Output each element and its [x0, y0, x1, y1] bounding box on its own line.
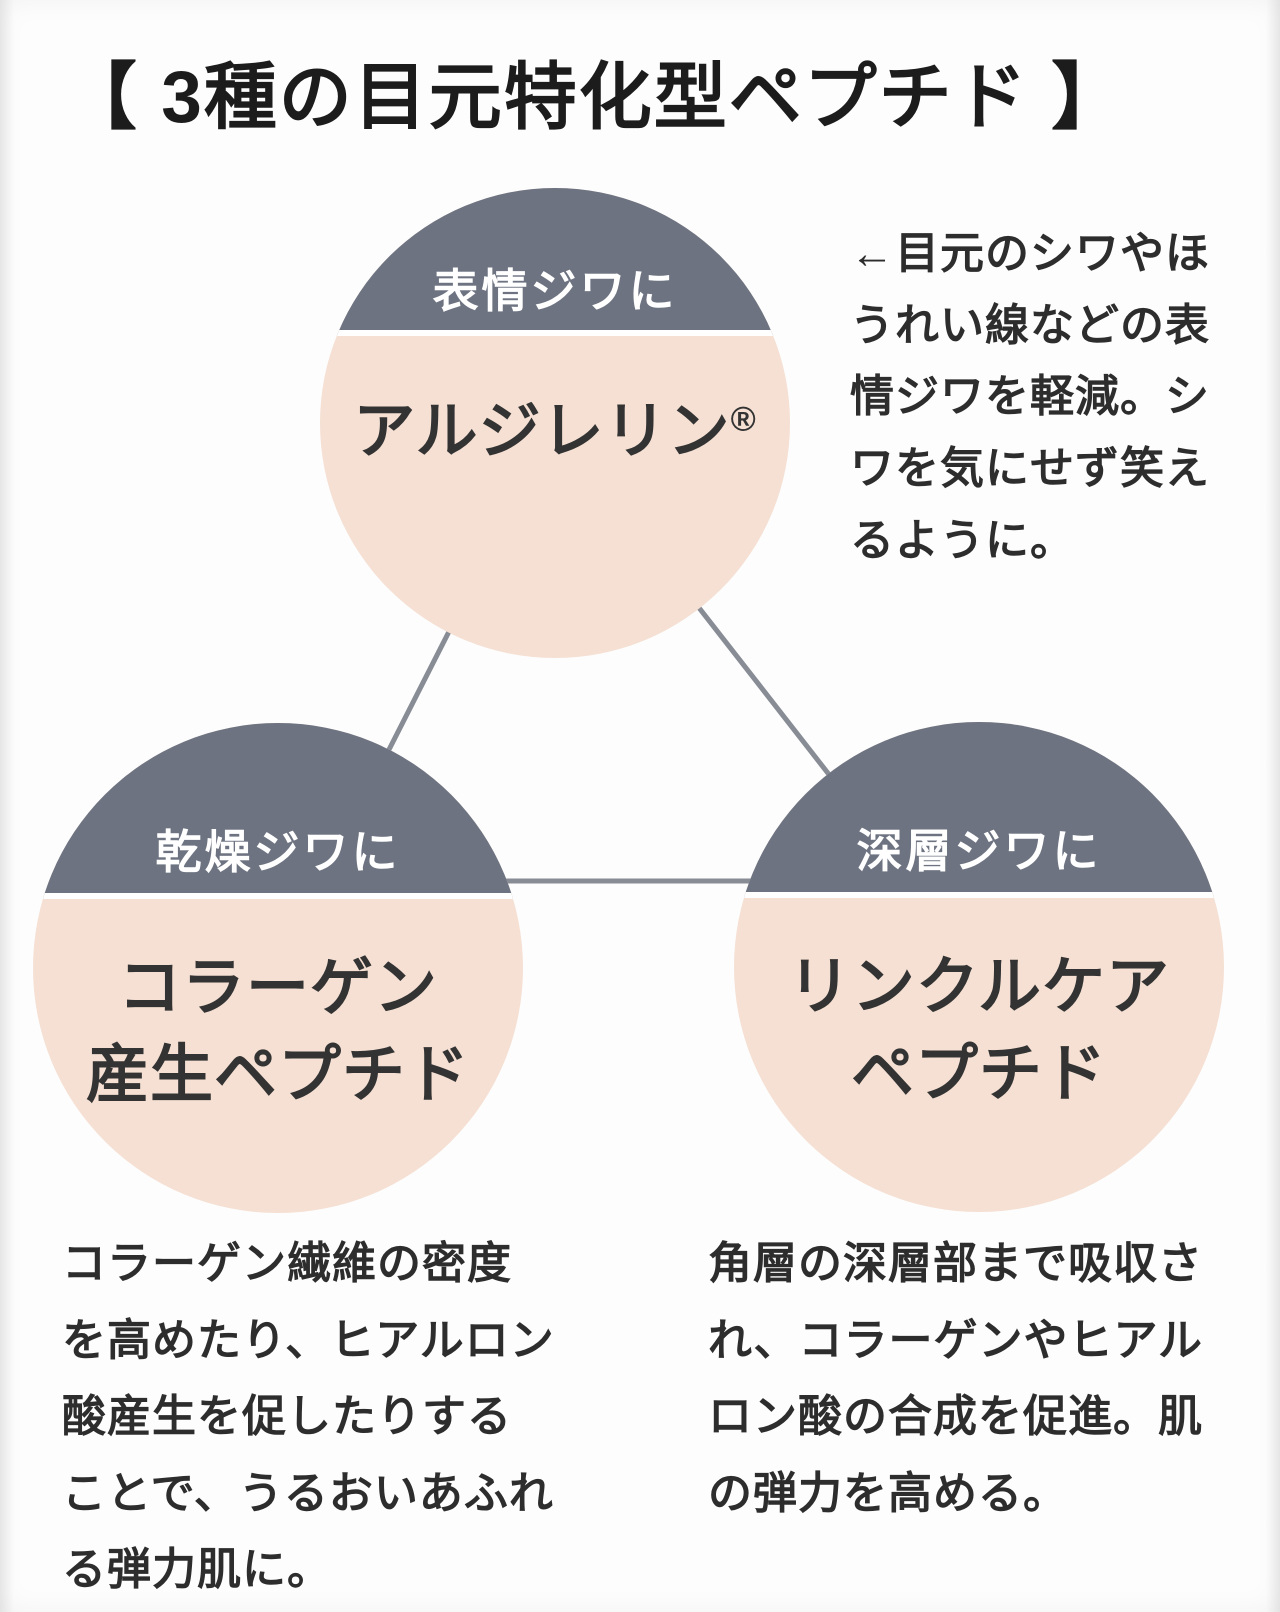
circle-cap-dryness: 乾燥ジワに: [33, 723, 523, 899]
circle-cap-deep: 深層ジワに: [734, 722, 1224, 898]
registered-trademark-mark: ®: [730, 400, 757, 439]
circle-dryness-wrinkles: 乾燥ジワに コラーゲン 産生ペプチド: [33, 723, 523, 1213]
peptide-name-line2: 産生ペプチド: [86, 1039, 470, 1110]
diagram-title: 【 3種の目元特化型ペプチド 】: [63, 57, 1127, 138]
peptide-name-text: アルジレリン: [353, 397, 731, 467]
cap-label-dryness: 乾燥ジワに: [155, 826, 401, 878]
circle-expression-wrinkles: 表情ジワに アルジレリン®: [320, 188, 790, 658]
cap-label-deep: 深層ジワに: [856, 825, 1102, 877]
peptide-name-line1: コラーゲン: [118, 952, 438, 1023]
peptide-name-wrinklecare: リンクルケア ペプチド: [734, 944, 1224, 1118]
note-expression-wrinkles: ←目元のシワやほうれい線などの表情ジワを軽減。シワを気にせず笑えるように。: [850, 229, 1210, 565]
peptide-name-line2: ペプチド: [851, 1038, 1107, 1109]
peptide-name-line1: リンクルケア: [787, 951, 1171, 1022]
circle-cap-expression: 表情ジワに: [320, 188, 790, 336]
note-wrinklecare-peptide: 角層の深層部まで吸収され、コラーゲンやヒアルロン酸の合成を促進。肌の弾力を高める…: [708, 1239, 1203, 1518]
cap-label-expression: 表情ジワに: [432, 265, 678, 317]
peptide-name-collagen: コラーゲン 産生ペプチド: [33, 945, 523, 1119]
peptide-name-argireline: アルジレリン®: [320, 390, 790, 476]
circle-deep-wrinkles: 深層ジワに リンクルケア ペプチド: [734, 722, 1224, 1212]
note-collagen-peptide: コラーゲン繊維の密度を高めたり、ヒアルロン酸産生を促したりすることで、うるおいあ…: [62, 1239, 555, 1595]
